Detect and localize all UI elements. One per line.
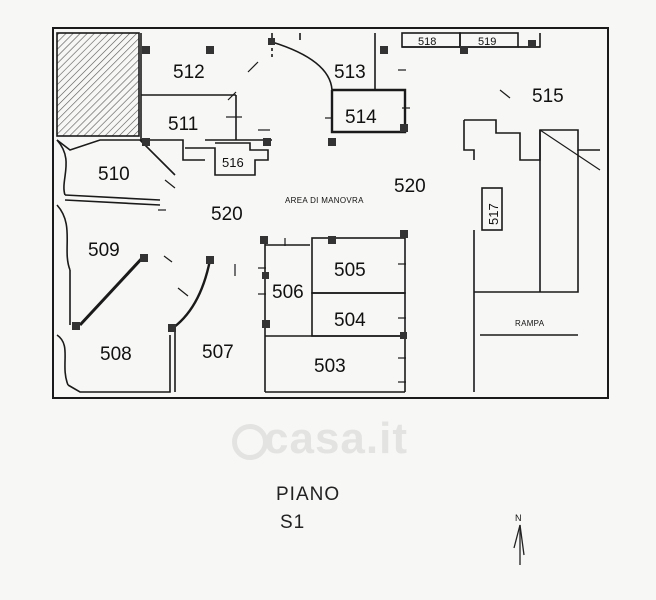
- room-520-label-east: 520: [394, 176, 426, 197]
- room-512-label: 512: [173, 62, 205, 83]
- north-arrow-icon: [513, 524, 525, 565]
- room-509-label: 509: [88, 240, 120, 261]
- room-515-label: 515: [532, 86, 564, 107]
- room-511-label: 511: [168, 114, 198, 135]
- watermark-logo-icon: [232, 424, 268, 460]
- room-519-label: 519: [478, 36, 496, 48]
- outer-wall: [52, 27, 609, 399]
- room-520-label-west: 520: [211, 204, 243, 225]
- room-518-label: 518: [418, 36, 436, 48]
- room-505-label: 505: [334, 260, 366, 281]
- room-503-label: 503: [314, 356, 346, 377]
- room-513-label: 513: [334, 62, 366, 83]
- room-507-label: 507: [202, 342, 234, 363]
- room-504-label: 504: [334, 310, 366, 331]
- room-510-label: 510: [98, 164, 130, 185]
- room-516-label: 516: [222, 155, 244, 170]
- room-508-label: 508: [100, 344, 132, 365]
- room-506-label: 506: [272, 282, 304, 303]
- level-label: PIANO: [276, 484, 341, 505]
- room-514-label: 514: [345, 107, 377, 128]
- hatched-block: [56, 32, 140, 137]
- level-code: S1: [280, 512, 306, 533]
- maneuver-area-label: AREA DI MANOVRA: [285, 196, 364, 205]
- ramp-label: RAMPA: [515, 319, 545, 328]
- north-label: N: [515, 513, 522, 523]
- watermark: casa.it: [264, 414, 408, 463]
- room-517-label: 517: [486, 203, 501, 225]
